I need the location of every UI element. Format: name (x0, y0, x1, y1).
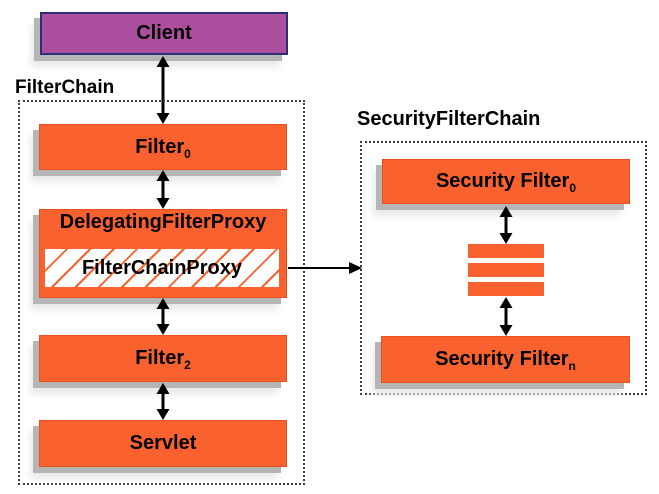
filter-chain-proxy-box: FilterChainProxy (43, 247, 281, 289)
double-arrow-icon (155, 383, 171, 420)
filter2-box: Filter2 (39, 335, 287, 382)
filter0-label: Filter0 (135, 135, 191, 161)
security-filtern-label: Security Filtern (435, 348, 576, 373)
security-filter0-box: Security Filter0 (382, 159, 630, 204)
filter-stack-bar (468, 244, 544, 258)
client-box: Client (40, 12, 288, 55)
filterchain-label: FilterChain (15, 77, 115, 98)
servlet-label: Servlet (129, 432, 197, 454)
filter2-label: Filter2 (135, 347, 191, 372)
servlet-box: Servlet (39, 420, 287, 467)
delegating-filter-proxy-label: DelegatingFilterProxy (59, 211, 267, 233)
double-arrow-icon (155, 170, 171, 209)
filter-stack-bar (468, 282, 544, 296)
securityfilterchain-label: SecurityFilterChain (357, 108, 541, 130)
double-arrow-icon (155, 56, 171, 124)
filter-chain-proxy-label: FilterChainProxy (81, 256, 243, 279)
client-label: Client (136, 22, 192, 44)
arrow-right-icon (288, 260, 362, 276)
filterchain-container (18, 100, 305, 485)
double-arrow-icon (155, 298, 171, 335)
filter0-box: Filter0 (39, 124, 287, 170)
security-filtern-box: Security Filtern (381, 336, 630, 383)
double-arrow-icon (498, 297, 514, 336)
double-arrow-icon (498, 206, 514, 244)
securityfilterchain-container (360, 141, 647, 395)
delegating-filter-proxy-box: DelegatingFilterProxy FilterChainProxy (39, 209, 287, 298)
filter-stack-bar (468, 263, 544, 277)
security-filter0-label: Security Filter0 (435, 170, 577, 195)
